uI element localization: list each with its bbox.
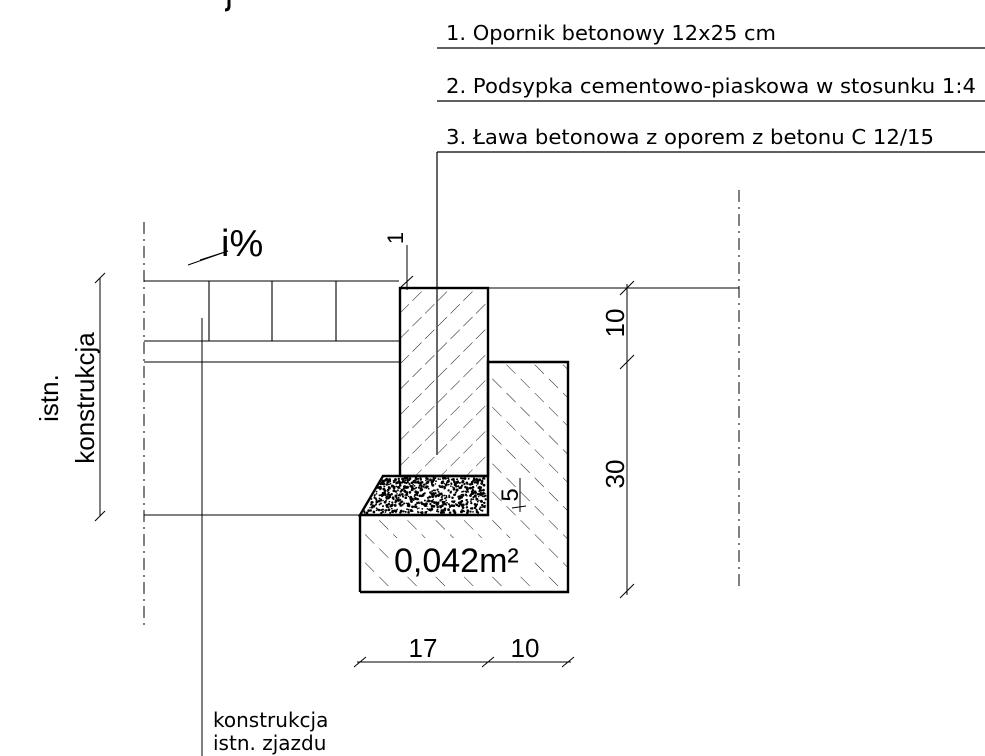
slope-label: i%	[221, 223, 263, 265]
dim-5-label: 5	[497, 488, 524, 501]
legend-item-3: 3. Ława betonowa z oporem z betonu C 12/…	[446, 125, 934, 149]
concrete-footing	[360, 362, 568, 592]
dim-10-horizontal: 10	[511, 633, 540, 663]
dim-10-vertical: 10	[600, 309, 630, 338]
dim-17-label: 17	[409, 633, 438, 663]
existing-construction-label-1: istn.	[34, 374, 64, 422]
driveway-label-1: konstrukcja	[213, 708, 328, 732]
gap-dim-label: 1	[383, 232, 408, 244]
existing-construction-dim: istn. konstrukcja	[34, 272, 106, 522]
gap-dimension: 1	[383, 232, 414, 290]
legend: 1. Opornik betonowy 12x25 cm 2. Podsypka…	[436, 21, 985, 455]
bedding-dimension: 5	[497, 478, 527, 512]
vertical-dimension	[619, 280, 635, 599]
cropped-text-fragment	[224, 0, 231, 12]
area-label: 0,042m²	[394, 542, 519, 580]
legend-item-1: 1. Opornik betonowy 12x25 cm	[446, 21, 776, 45]
horizontal-dimension	[353, 656, 575, 668]
driveway-label-2: istn. zjazdu	[213, 731, 326, 755]
existing-pavement	[144, 280, 739, 516]
slope-indicator: i%	[187, 223, 263, 266]
concrete-curb	[398, 286, 490, 478]
existing-construction-label-2: konstrukcja	[70, 332, 100, 464]
cement-sand-bedding	[357, 474, 490, 517]
legend-item-2: 2. Podsypka cementowo-piaskowa w stosunk…	[446, 74, 976, 98]
dim-30-vertical: 30	[600, 460, 630, 489]
